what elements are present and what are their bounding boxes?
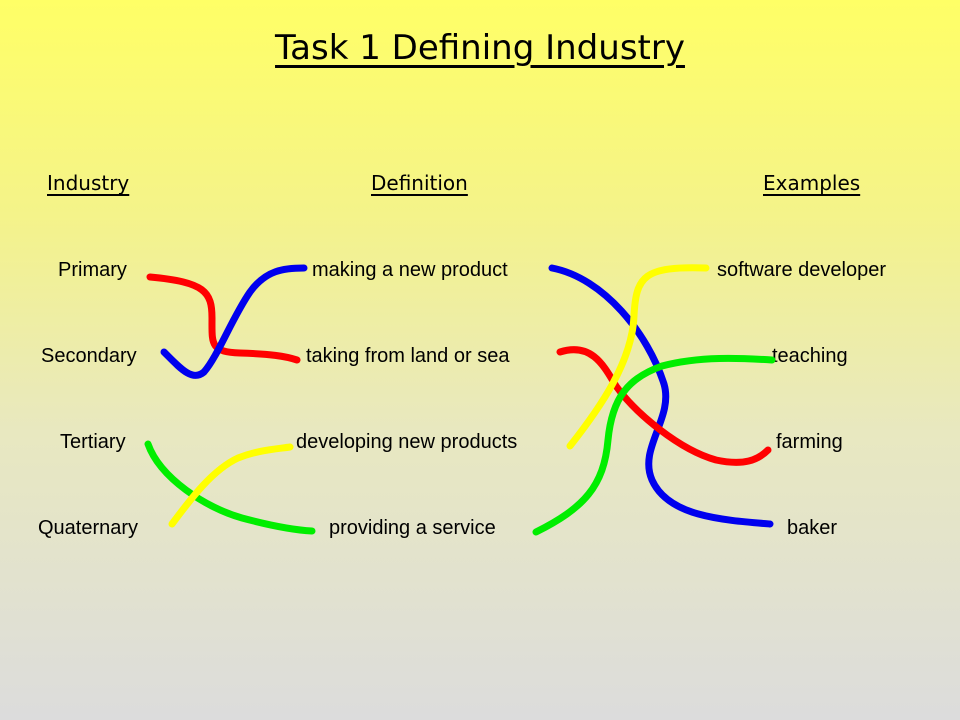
industry-tertiary: Tertiary: [60, 431, 126, 453]
line-taking-to-farming: [556, 346, 772, 466]
line-quaternary-to-developing: [168, 443, 294, 528]
line-secondary-to-making: [160, 264, 308, 379]
definition-developing-new-products: developing new products: [296, 431, 518, 453]
definition-providing-service: providing a service: [329, 517, 496, 539]
heading-industry: Industry: [47, 171, 130, 195]
line-providing-to-teaching: [532, 354, 776, 536]
page-title: Task 1 Defining Industry: [275, 28, 685, 68]
line-tertiary-to-providing: [144, 440, 316, 535]
line-developing-to-software: [566, 264, 710, 450]
example-baker: baker: [787, 517, 838, 539]
example-farming: farming: [776, 431, 843, 453]
industry-secondary: Secondary: [41, 345, 137, 367]
industry-primary: Primary: [58, 259, 127, 281]
line-making-to-baker: [548, 264, 774, 528]
heading-definition: Definition: [371, 171, 468, 195]
definition-making-new-product: making a new product: [312, 259, 508, 281]
example-software-developer: software developer: [717, 259, 886, 281]
heading-examples: Examples: [763, 171, 861, 195]
example-teaching: teaching: [772, 345, 848, 367]
industry-quaternary: Quaternary: [38, 517, 139, 539]
definition-taking-from-land: taking from land or sea: [306, 345, 510, 367]
line-primary-to-taking: [146, 273, 301, 364]
